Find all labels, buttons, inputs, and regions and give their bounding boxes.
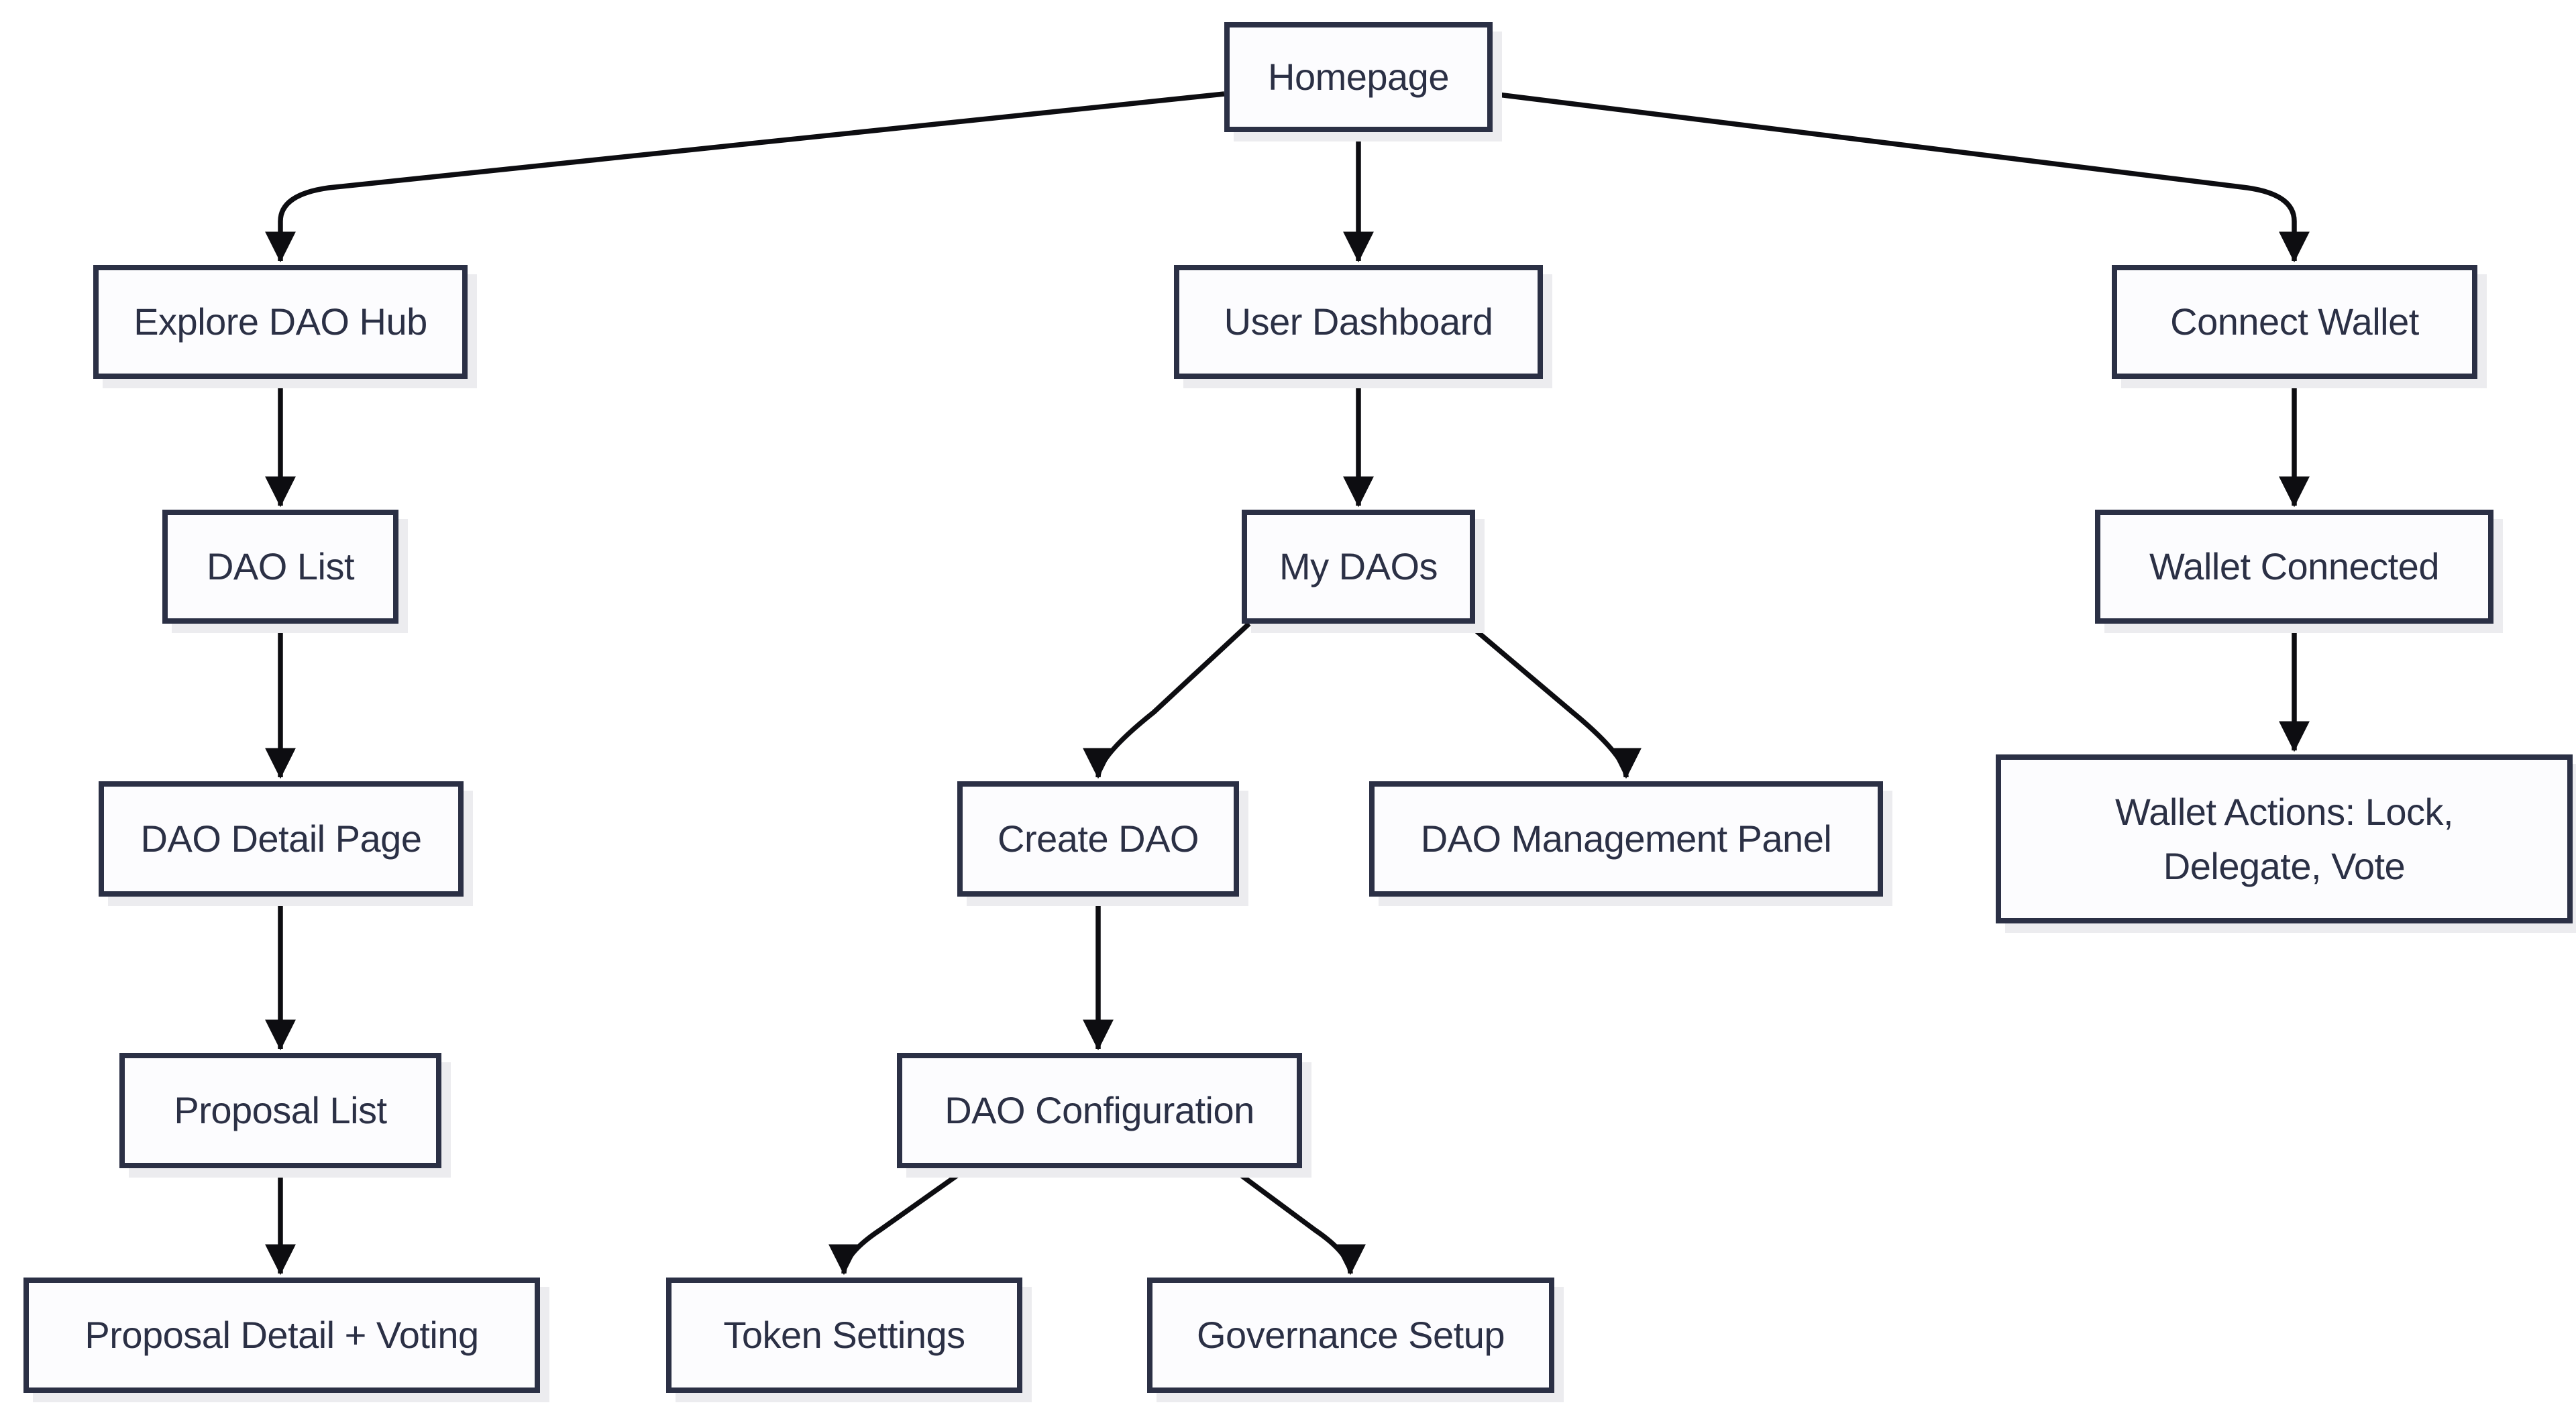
node-explore-dao-hub: Explore DAO Hub: [93, 265, 468, 379]
node-governance-setup: Governance Setup: [1147, 1278, 1554, 1393]
node-dao-configuration-label: DAO Configuration: [945, 1089, 1254, 1132]
node-proposal-detail-voting-label: Proposal Detail + Voting: [85, 1314, 479, 1357]
node-dao-configuration: DAO Configuration: [897, 1053, 1302, 1168]
node-token-settings: Token Settings: [666, 1278, 1022, 1393]
node-governance-setup-label: Governance Setup: [1197, 1314, 1505, 1357]
edge-dao-configuration-token-settings: [828, 1166, 969, 1276]
node-explore-dao-hub-label: Explore DAO Hub: [133, 300, 427, 343]
node-wallet-actions: Wallet Actions: Lock, Delegate, Vote: [1996, 754, 2573, 923]
node-proposal-detail-voting: Proposal Detail + Voting: [23, 1278, 540, 1393]
node-dao-detail-page-label: DAO Detail Page: [140, 817, 422, 860]
node-proposal-list: Proposal List: [119, 1053, 441, 1168]
edge-homepage-connect-wallet: [1492, 91, 2310, 263]
edge-dao-configuration-governance-setup: [1230, 1166, 1366, 1276]
node-dao-list-label: DAO List: [206, 545, 355, 588]
edge-homepage-explore-dao-hub: [265, 91, 1225, 263]
node-create-dao: Create DAO: [957, 781, 1239, 897]
node-create-dao-label: Create DAO: [998, 817, 1199, 860]
node-dao-management-panel: DAO Management Panel: [1369, 781, 1883, 897]
node-connect-wallet-label: Connect Wallet: [2170, 300, 2419, 343]
node-user-dashboard-label: User Dashboard: [1224, 300, 1493, 343]
node-token-settings-label: Token Settings: [723, 1314, 965, 1357]
node-wallet-actions-label: Wallet Actions: Lock, Delegate, Vote: [2114, 790, 2454, 887]
node-dao-detail-page: DAO Detail Page: [99, 781, 464, 897]
edge-my-daos-dao-management-panel: [1466, 622, 1642, 779]
node-user-dashboard: User Dashboard: [1174, 265, 1543, 379]
node-homepage-label: Homepage: [1268, 56, 1449, 99]
node-my-daos: My DAOs: [1242, 510, 1475, 624]
node-dao-list: DAO List: [162, 510, 398, 624]
node-connect-wallet: Connect Wallet: [2112, 265, 2477, 379]
node-dao-management-panel-label: DAO Management Panel: [1420, 817, 1832, 860]
node-wallet-connected: Wallet Connected: [2095, 510, 2493, 624]
node-my-daos-label: My DAOs: [1279, 545, 1438, 588]
node-homepage: Homepage: [1224, 22, 1493, 132]
edge-my-daos-create-dao: [1083, 622, 1251, 779]
node-proposal-list-label: Proposal List: [174, 1089, 387, 1132]
node-wallet-connected-label: Wallet Connected: [2149, 545, 2439, 588]
